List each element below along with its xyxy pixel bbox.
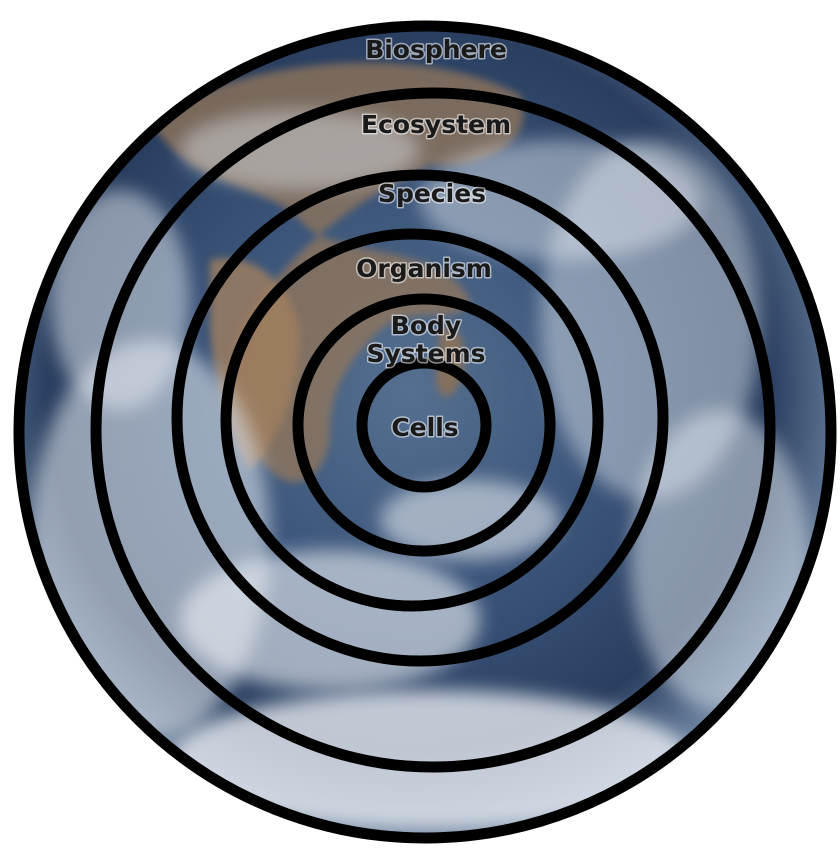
label-organism: Organism — [356, 254, 492, 283]
label-body-systems-line1: Body — [391, 311, 461, 340]
label-body-systems-line2: Systems — [366, 339, 485, 368]
label-cells: Cells — [391, 413, 458, 442]
label-ecosystem: Ecosystem — [361, 110, 511, 139]
label-species: Species — [378, 179, 486, 208]
label-biosphere: Biosphere — [365, 35, 507, 64]
